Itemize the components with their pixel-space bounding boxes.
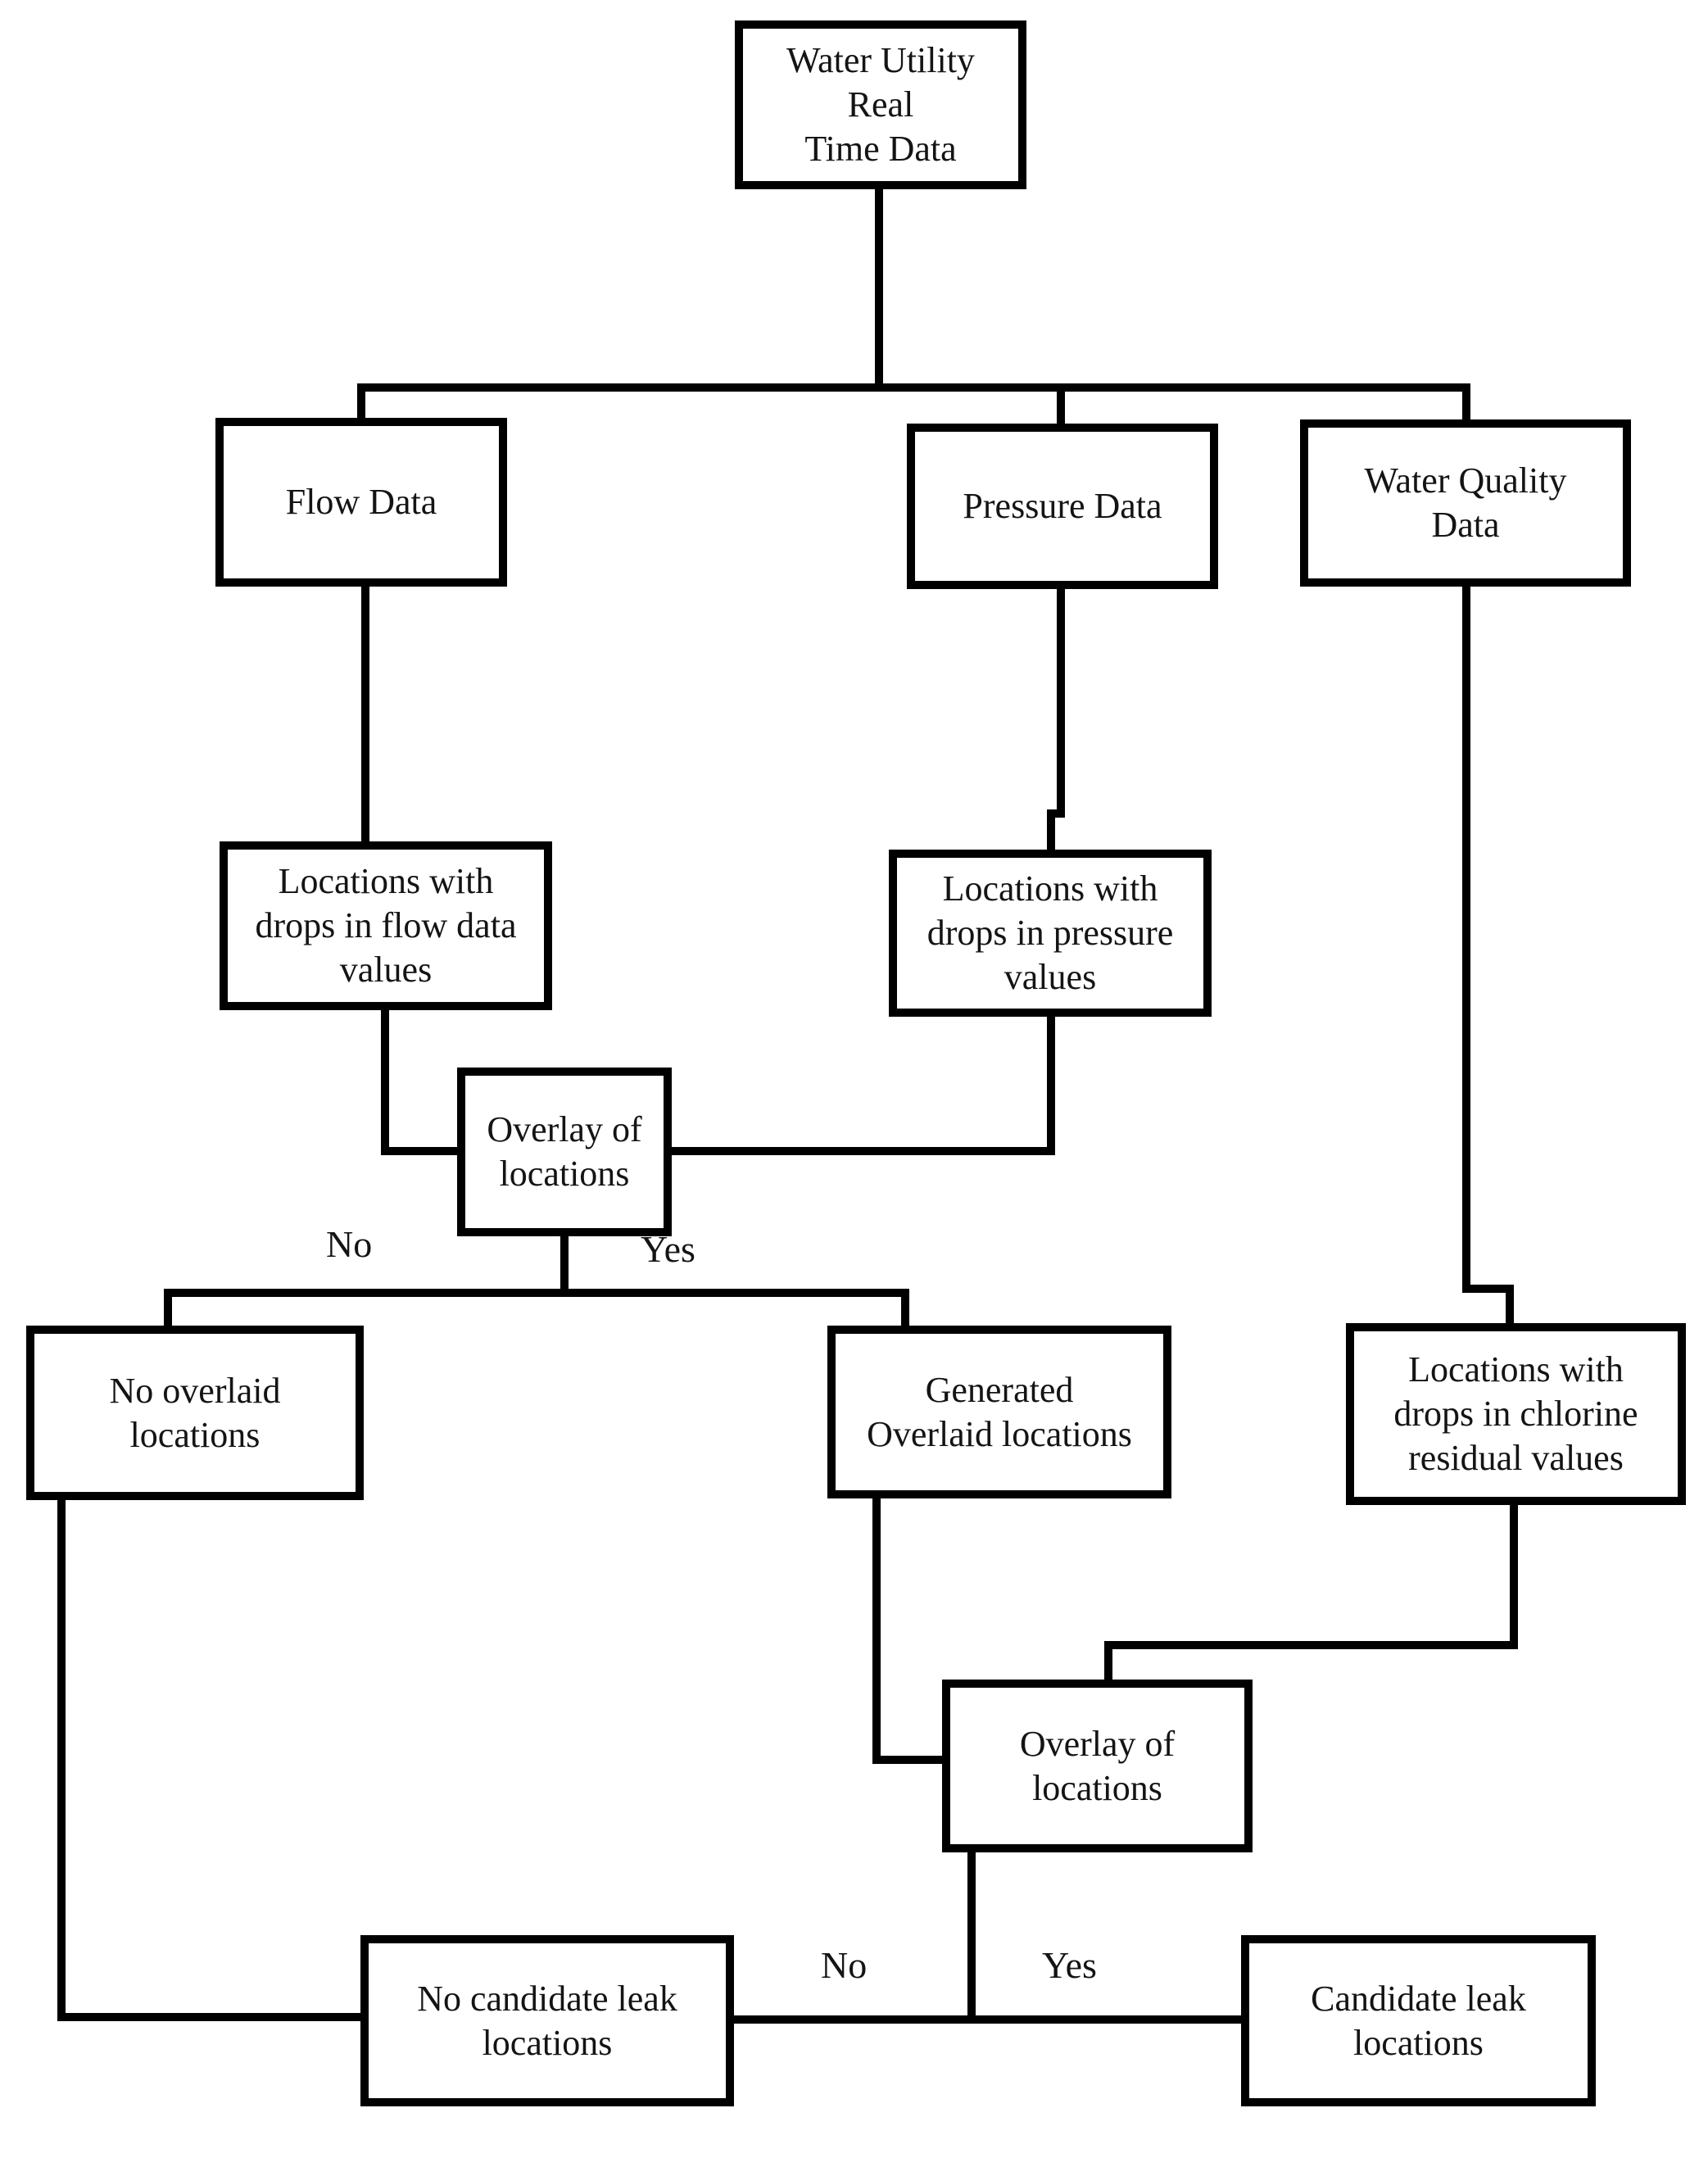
node-label: Generated Overlaid locations	[867, 1369, 1132, 1454]
edge-no-overlaid-down	[57, 1497, 66, 2021]
edge-pressure-drops-down	[1047, 1014, 1055, 1155]
edge-wq-down-2	[1506, 1285, 1514, 1329]
edge-generated-right	[872, 1756, 946, 1764]
edge-root-stem	[875, 187, 883, 392]
branch-label-yes-1: Yes	[641, 1228, 695, 1270]
edge-chlorine-down	[1510, 1502, 1518, 1649]
node-pressure-drop-locations: Locations with drops in pressure values	[889, 850, 1212, 1017]
node-label: Pressure Data	[963, 486, 1162, 527]
edge-overlay1-down	[560, 1233, 569, 1297]
edge-flow-to-flow-drops	[361, 583, 369, 845]
edge-pressure-down-2	[1047, 809, 1055, 854]
node-pressure-data: Pressure Data	[907, 424, 1218, 589]
edge-top-branch	[357, 383, 1470, 392]
node-label: Locations with drops in pressure values	[926, 868, 1174, 997]
node-candidate-leak-locations: Candidate leak locations	[1241, 1935, 1596, 2106]
node-generated-overlaid-locations: Generated Overlaid locations	[827, 1326, 1171, 1498]
node-water-quality-data: Water Quality Data	[1300, 419, 1631, 587]
edge-pressure-down	[1057, 586, 1065, 818]
edge-wq-down	[1462, 583, 1470, 1293]
edge-branch-to-water-quality	[1462, 387, 1470, 424]
node-label: Water Quality Data	[1364, 460, 1567, 545]
edge-overlay1-branch	[164, 1289, 909, 1297]
edge-no-overlaid-right	[57, 2013, 365, 2021]
edge-overlay2-down	[967, 1849, 976, 2024]
node-overlay-of-locations-1: Overlay of locations	[457, 1068, 672, 1236]
branch-label-yes-2: Yes	[1042, 1944, 1097, 1986]
node-label: No candidate leak locations	[417, 1978, 677, 2063]
edge-chlorine-down-2	[1104, 1641, 1112, 1684]
edge-generated-down	[872, 1495, 881, 1764]
edge-chlorine-left	[1104, 1641, 1518, 1649]
node-label: Overlay of locations	[1019, 1723, 1176, 1808]
edge-flow-drops-right	[381, 1147, 463, 1155]
branch-label-no-1: No	[326, 1223, 373, 1265]
edge-wq-jog	[1462, 1285, 1514, 1293]
node-label: No overlaid locations	[109, 1370, 281, 1455]
node-no-candidate-leak-locations: No candidate leak locations	[360, 1935, 734, 2106]
edge-yes1-drop	[901, 1289, 909, 1330]
edge-pressure-jog	[1047, 809, 1065, 818]
node-label: Flow Data	[285, 482, 437, 523]
node-label: Overlay of locations	[487, 1109, 642, 1194]
edge-no1-drop	[164, 1289, 172, 1330]
node-overlay-of-locations-2: Overlay of locations	[942, 1680, 1253, 1852]
branch-label-no-2: No	[821, 1944, 868, 1986]
node-no-overlaid-locations: No overlaid locations	[26, 1326, 364, 1500]
node-label: Locations with drops in flow data values	[255, 861, 517, 990]
node-water-utility-real-time-data: Water Utility Real Time Data	[735, 20, 1026, 189]
edge-flow-drops-down	[381, 1007, 389, 1155]
edge-bottom-branch	[732, 2015, 1244, 2024]
node-label: Locations with drops in chlorine residua…	[1393, 1349, 1638, 1478]
edge-branch-to-flow	[357, 387, 365, 423]
edge-branch-to-pressure	[1057, 387, 1065, 428]
node-label: Water Utility Real Time Data	[786, 40, 975, 169]
node-chlorine-drop-locations: Locations with drops in chlorine residua…	[1346, 1323, 1686, 1505]
node-flow-data: Flow Data	[215, 418, 507, 587]
node-label: Candidate leak locations	[1311, 1978, 1526, 2063]
node-flow-drop-locations: Locations with drops in flow data values	[220, 841, 552, 1010]
edge-pressure-drops-left	[668, 1147, 1055, 1155]
